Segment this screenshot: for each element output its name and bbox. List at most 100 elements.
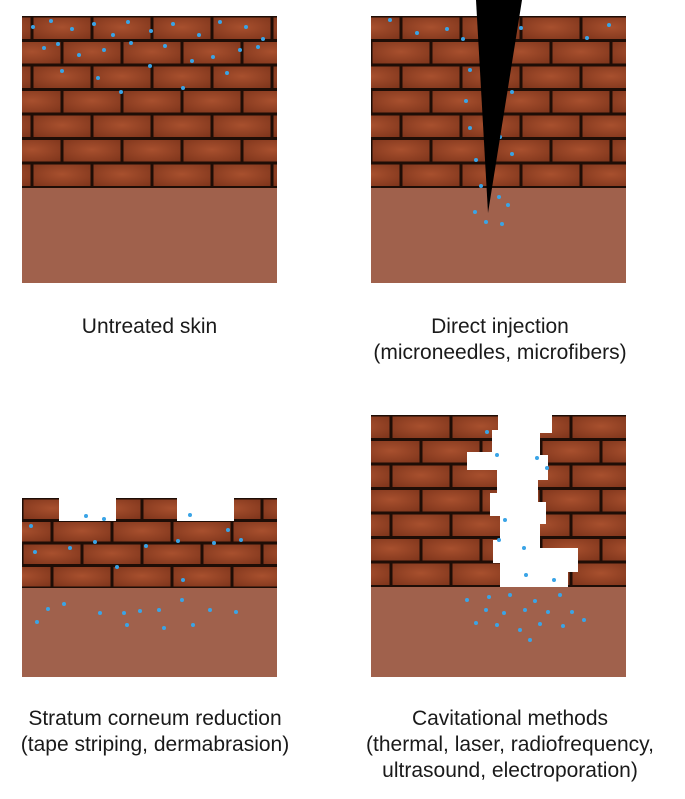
drug-particle — [225, 71, 229, 75]
brick — [22, 66, 31, 88]
drug-particle — [497, 195, 501, 199]
brick — [173, 567, 231, 587]
caption-direct-injection: Direct injection (microneedles, microfib… — [350, 314, 650, 366]
brick — [371, 490, 420, 512]
brick — [33, 66, 91, 88]
brick — [371, 514, 390, 536]
drug-particle — [176, 539, 180, 543]
brick — [612, 140, 626, 162]
brick — [233, 567, 277, 587]
panel-untreated-skin — [22, 16, 361, 283]
stratum-corneum-bricks — [313, 16, 685, 211]
brick — [663, 441, 685, 463]
drug-particle — [171, 22, 175, 26]
brick — [263, 544, 277, 564]
brick — [402, 164, 460, 186]
brick — [63, 140, 121, 162]
drug-particle — [125, 623, 129, 627]
brick — [83, 544, 141, 564]
drug-particle — [570, 610, 574, 614]
brick — [313, 189, 370, 211]
brick — [153, 115, 211, 137]
brick — [612, 91, 626, 113]
brick — [93, 17, 151, 39]
brick — [422, 539, 480, 561]
brick — [552, 140, 610, 162]
brick — [392, 465, 450, 487]
drug-particle — [468, 126, 472, 130]
brick — [113, 522, 171, 542]
drug-particle — [474, 158, 478, 162]
drug-particle — [181, 86, 185, 90]
brick — [392, 563, 450, 585]
drug-particle — [497, 538, 501, 542]
brick — [402, 115, 460, 137]
brick — [633, 466, 685, 488]
microneedle — [476, 0, 522, 213]
brick — [612, 42, 626, 64]
caption-line: Stratum corneum reduction — [28, 707, 282, 730]
brick — [304, 189, 361, 211]
brick — [371, 465, 390, 487]
brick — [304, 140, 361, 162]
brick — [452, 514, 510, 536]
drug-particle — [56, 42, 60, 46]
brick — [572, 514, 626, 536]
drug-particle — [102, 48, 106, 52]
drug-particle — [561, 624, 565, 628]
drug-particle — [197, 33, 201, 37]
drug-particle — [119, 90, 123, 94]
brick — [233, 522, 277, 542]
drug-particle — [510, 90, 514, 94]
drug-particle — [208, 608, 212, 612]
drug-particle — [239, 538, 243, 542]
drug-particle — [68, 546, 72, 550]
brick — [663, 490, 685, 512]
drug-particle — [518, 628, 522, 632]
caption-line: Untreated skin — [81, 315, 218, 338]
brick — [243, 91, 277, 113]
dermis-layer — [22, 188, 277, 283]
brick — [22, 115, 31, 137]
brick — [663, 588, 685, 610]
drug-particle — [96, 76, 100, 80]
brick — [243, 140, 277, 162]
brick — [93, 66, 151, 88]
brick — [371, 66, 400, 88]
brick — [143, 544, 201, 564]
brick — [243, 42, 277, 64]
cavitation-channel — [467, 415, 578, 587]
drug-particle — [163, 44, 167, 48]
drug-particle — [484, 220, 488, 224]
drug-particle — [122, 611, 126, 615]
caption-line: ultrasound, electroporation) — [382, 759, 638, 782]
brick — [22, 42, 61, 64]
drug-particle — [487, 595, 491, 599]
brick — [371, 563, 390, 585]
brick — [371, 441, 420, 463]
brick — [53, 522, 111, 542]
brick — [432, 91, 490, 113]
brick — [582, 17, 626, 39]
drug-particle — [552, 578, 556, 582]
drug-particle — [102, 517, 106, 521]
brick — [522, 115, 580, 137]
drug-particle — [528, 638, 532, 642]
brick — [63, 91, 121, 113]
drug-particle — [415, 31, 419, 35]
brick — [582, 115, 626, 137]
brick — [213, 115, 271, 137]
brick — [582, 66, 626, 88]
drug-particle — [84, 514, 88, 518]
brick — [313, 91, 370, 113]
drug-particle — [234, 610, 238, 614]
brick — [522, 164, 580, 186]
brick — [602, 490, 626, 512]
brick — [643, 116, 685, 138]
drug-particle — [524, 573, 528, 577]
panel-direct-injection — [313, 0, 685, 283]
drug-particle — [35, 620, 39, 624]
drug-particle — [388, 18, 392, 22]
brick — [643, 165, 685, 187]
